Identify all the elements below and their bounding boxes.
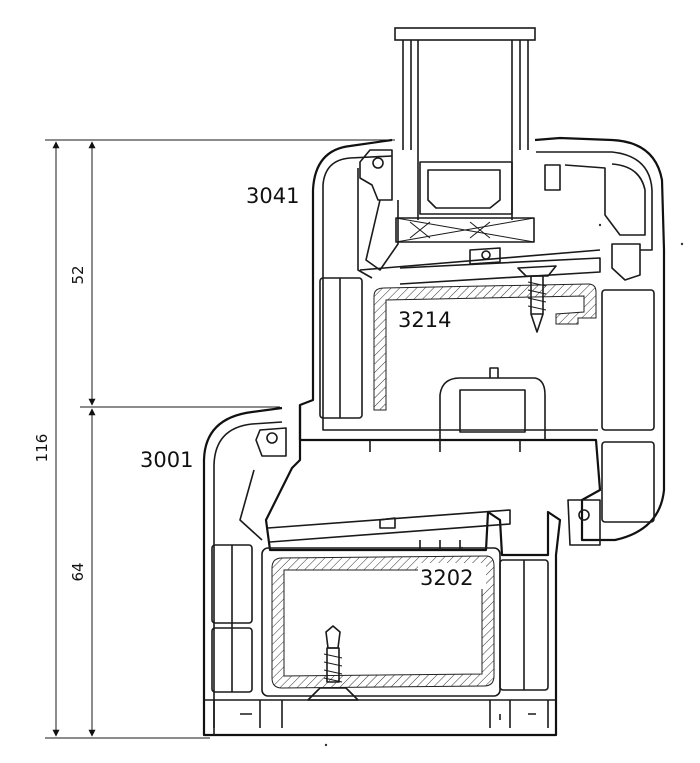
glass-infill	[394, 27, 536, 243]
dimension-lower-label: 64	[69, 562, 87, 581]
label-3202: 3202	[420, 566, 473, 590]
label-bg-3214	[396, 304, 462, 330]
label-3041: 3041	[246, 184, 299, 208]
label-3001: 3001	[140, 448, 193, 472]
drawing-dots	[324, 223, 684, 747]
upper-sash-profile	[298, 136, 666, 542]
upper-screw	[517, 265, 557, 333]
lower-screw	[307, 625, 359, 701]
upper-reinforcement	[373, 283, 597, 411]
label-bg-3202	[418, 563, 486, 589]
label-bg-3041	[244, 180, 300, 206]
dimension-total-label: 116	[33, 434, 51, 463]
frame-profile	[202, 405, 601, 737]
dimension-upper-label: 52	[69, 265, 87, 284]
dimension-lines	[45, 139, 395, 739]
label-3214: 3214	[398, 308, 451, 332]
